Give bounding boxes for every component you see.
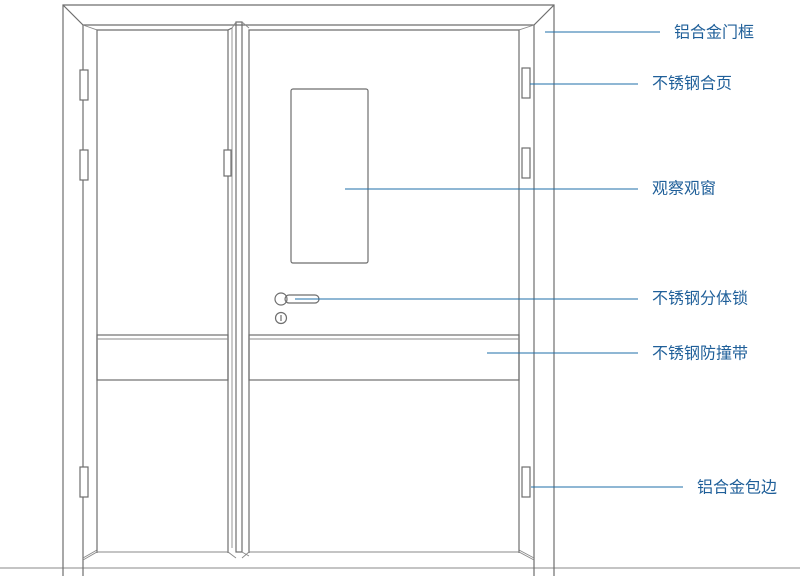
- right-door-leaf: [241, 29, 520, 557]
- right-hinges: [521, 67, 531, 498]
- bumper-strip: [96, 334, 520, 381]
- left-hinges: [79, 69, 232, 498]
- center-mullion: [231, 21, 250, 553]
- label-observation-window: 观察观窗: [652, 179, 716, 198]
- label-stainless-hinge: 不锈钢合页: [652, 74, 732, 93]
- label-aluminum-frame: 铝合金门框: [674, 23, 754, 42]
- label-stainless-bumper-strip: 不锈钢防撞带: [652, 344, 748, 363]
- callout-labels: 铝合金门框 不锈钢合页 观察观窗 不锈钢分体锁 不锈钢防撞带 铝合金包边: [652, 23, 777, 497]
- left-door-leaf: [96, 27, 233, 553]
- leader-lines: [295, 31, 683, 488]
- lock-handle: [274, 292, 320, 325]
- label-aluminum-edging: 铝合金包边: [697, 478, 777, 497]
- observation-window: [290, 88, 369, 264]
- aluminum-door-frame: [62, 4, 555, 576]
- bottom-returns: [82, 551, 535, 561]
- label-stainless-lock: 不锈钢分体锁: [652, 289, 748, 308]
